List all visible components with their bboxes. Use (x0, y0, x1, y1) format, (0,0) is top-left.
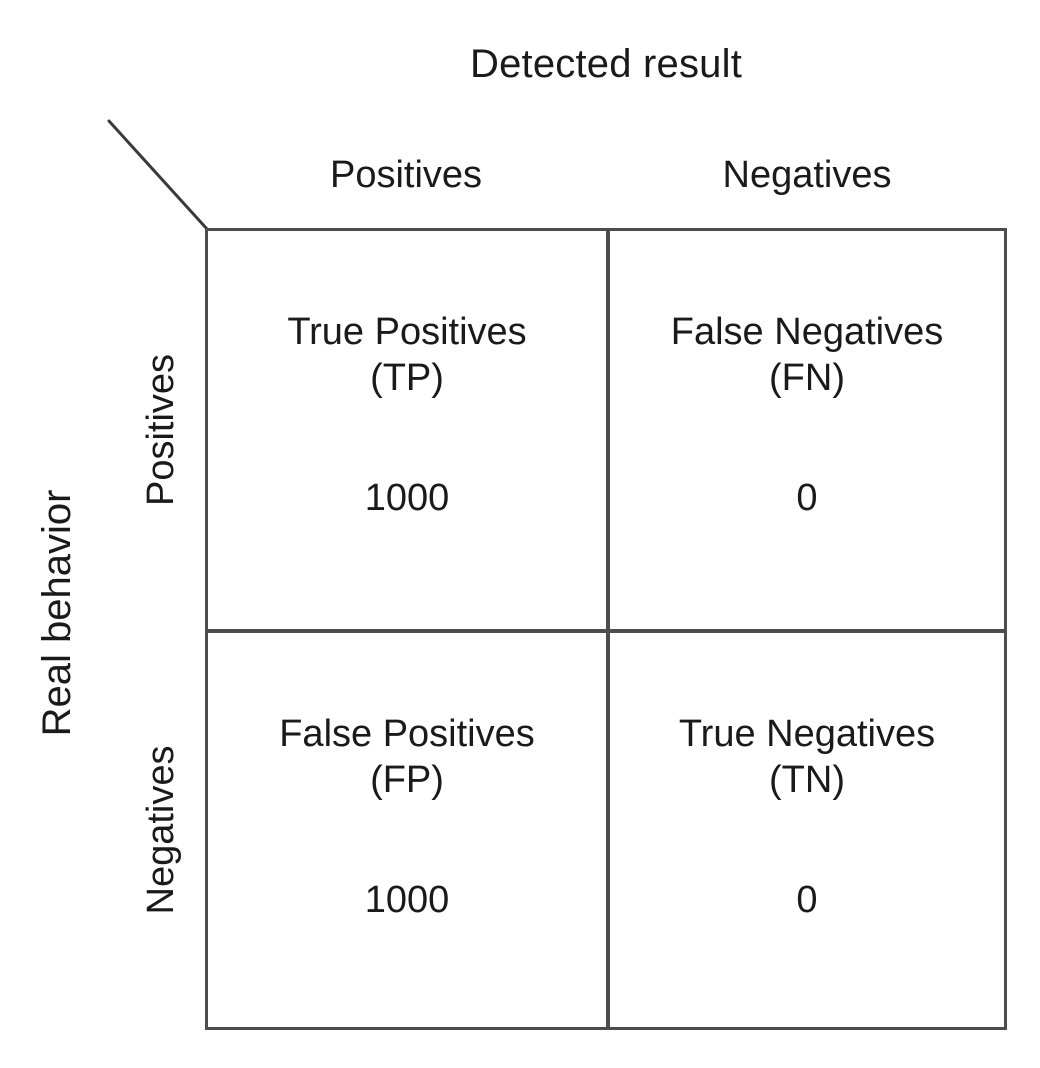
detected-result-axis-title: Detected result (469, 42, 743, 86)
column-header-positives: Positives (329, 154, 483, 196)
cell-value: 0 (796, 477, 818, 519)
matrix-cell-true-negatives: True Negatives (TN) 0 (606, 629, 1004, 1027)
column-header-negatives: Negatives (722, 154, 892, 196)
cell-value: 1000 (364, 477, 450, 519)
cell-abbreviation: (FP) (370, 759, 444, 801)
cell-label: True Positives (287, 311, 527, 353)
corner-diagonal-icon (107, 119, 209, 231)
matrix-cell-false-negatives: False Negatives (FN) 0 (606, 231, 1004, 629)
cell-label: False Positives (279, 713, 535, 755)
cell-label: False Negatives (670, 311, 944, 353)
cell-value: 0 (796, 879, 818, 921)
confusion-matrix-grid: True Positives (TP) 1000 False Negatives… (205, 228, 1007, 1030)
cell-label: True Negatives (678, 713, 936, 755)
matrix-cell-false-positives: False Positives (FP) 1000 (208, 629, 606, 1027)
row-header-positives: Positives (140, 353, 182, 507)
matrix-cell-true-positives: True Positives (TP) 1000 (208, 231, 606, 629)
real-behavior-axis-title: Real behavior (35, 489, 79, 737)
cell-abbreviation: (FN) (769, 357, 845, 399)
row-header-negatives: Negatives (140, 745, 182, 915)
cell-value: 1000 (364, 879, 450, 921)
cell-abbreviation: (TP) (370, 357, 444, 399)
cell-abbreviation: (TN) (769, 759, 845, 801)
